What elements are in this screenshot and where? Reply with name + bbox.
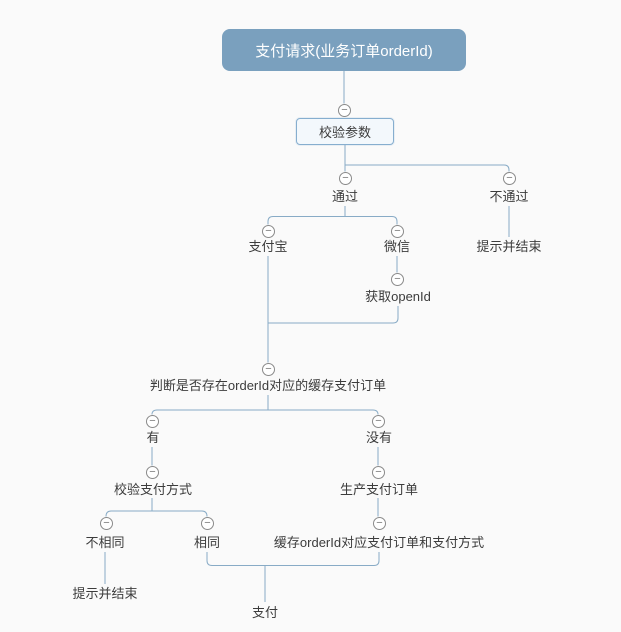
node-has-not[interactable]: 没有 (365, 430, 393, 446)
connector-validate-children (344, 144, 510, 172)
minus-icon: − (342, 171, 349, 184)
minus-icon: − (376, 516, 383, 529)
node-not-same-end[interactable]: 提示并结束 (72, 586, 138, 602)
node-pay[interactable]: 支付 (251, 605, 279, 621)
collapse-toggle-fail[interactable]: − (503, 172, 516, 185)
connector-verify-children (105, 498, 208, 517)
connector-judge-children (151, 395, 379, 415)
node-alipay[interactable]: 支付宝 (248, 239, 288, 255)
collapse-toggle-alipay[interactable]: − (262, 225, 275, 238)
collapse-toggle-validate-params[interactable]: − (338, 104, 351, 117)
collapse-toggle-get-openid[interactable]: − (391, 273, 404, 286)
node-fail[interactable]: 不通过 (489, 189, 529, 205)
minus-icon: − (341, 103, 348, 116)
connector-openid-join (268, 306, 399, 324)
connector-pass-children (267, 206, 398, 225)
node-check-cached-order[interactable]: 判断是否存在orderId对应的缓存支付订单 (149, 378, 387, 394)
minus-icon: − (375, 465, 382, 478)
collapse-toggle-cache-order[interactable]: − (373, 517, 386, 530)
collapse-toggle-wechat[interactable]: − (391, 225, 404, 238)
minus-icon: − (265, 224, 272, 237)
connector-pay-join (206, 552, 380, 602)
node-fail-end[interactable]: 提示并结束 (476, 239, 542, 255)
node-get-openid[interactable]: 获取openId (365, 289, 431, 305)
minus-icon: − (265, 362, 272, 375)
collapse-toggle-create-pay-order[interactable]: − (372, 466, 385, 479)
collapse-toggle-pass[interactable]: − (339, 172, 352, 185)
node-validate-params[interactable]: 校验参数 (296, 118, 394, 145)
collapse-toggle-has-not[interactable]: − (372, 415, 385, 428)
node-root[interactable]: 支付请求(业务订单orderId) (222, 29, 466, 71)
minus-icon: − (394, 224, 401, 237)
collapse-toggle-verify-pay-method[interactable]: − (146, 466, 159, 479)
node-wechat[interactable]: 微信 (383, 239, 411, 255)
minus-icon: − (204, 516, 211, 529)
minus-icon: − (149, 465, 156, 478)
node-has[interactable]: 有 (146, 430, 160, 446)
node-pass[interactable]: 通过 (331, 189, 359, 205)
node-same[interactable]: 相同 (193, 535, 221, 551)
minus-icon: − (375, 414, 382, 427)
node-not-same[interactable]: 不相同 (85, 535, 125, 551)
node-cache-order[interactable]: 缓存orderId对应支付订单和支付方式 (273, 535, 485, 551)
node-verify-pay-method[interactable]: 校验支付方式 (113, 482, 193, 498)
node-create-pay-order[interactable]: 生产支付订单 (339, 482, 419, 498)
collapse-toggle-not-same[interactable]: − (100, 517, 113, 530)
minus-icon: − (103, 516, 110, 529)
minus-icon: − (394, 272, 401, 285)
collapse-toggle-same[interactable]: − (201, 517, 214, 530)
minus-icon: − (506, 171, 513, 184)
minus-icon: − (149, 414, 156, 427)
collapse-toggle-has[interactable]: − (146, 415, 159, 428)
collapse-toggle-check-cached-order[interactable]: − (262, 363, 275, 376)
